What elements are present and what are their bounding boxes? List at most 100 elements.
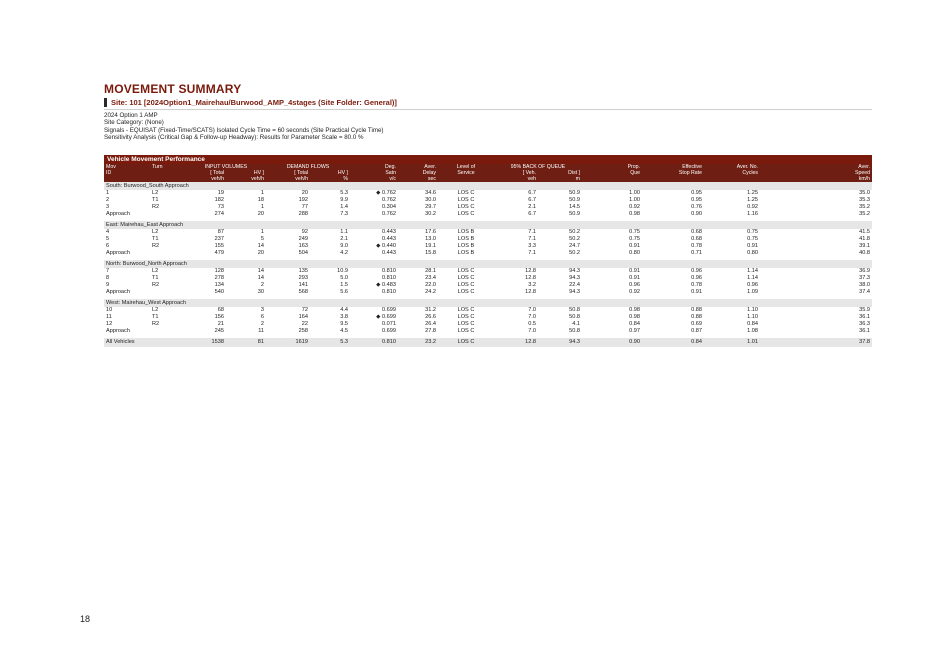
table-cell: 0.84 bbox=[629, 321, 640, 327]
header-cell bbox=[704, 176, 760, 182]
table-cell: ◆ 0.483 bbox=[376, 282, 396, 288]
table-cell: LOS C bbox=[457, 211, 475, 217]
table-cell: LOS B bbox=[457, 243, 475, 249]
info-line: Sensitivity Analysis (Critical Gap & Fol… bbox=[104, 133, 364, 141]
table-cell: 37.4 bbox=[859, 289, 871, 295]
table-cell: 39.1 bbox=[859, 243, 871, 249]
table-cell: 29.7 bbox=[425, 204, 436, 210]
header-cell bbox=[150, 170, 186, 176]
table-cell: 1.16 bbox=[747, 211, 758, 217]
header-cell: Aver. bbox=[398, 164, 438, 170]
table-cell: 40.8 bbox=[859, 250, 871, 256]
table-cell: 128 bbox=[214, 268, 224, 274]
header-cell: m bbox=[538, 176, 582, 182]
table-cell: 0.88 bbox=[691, 307, 702, 313]
table-cell: 3 bbox=[260, 307, 264, 313]
table-cell: 540 bbox=[214, 289, 224, 295]
table-cell: 0.92 bbox=[629, 204, 640, 210]
table-cell: 5.3 bbox=[310, 338, 350, 347]
table-cell: 164 bbox=[298, 314, 308, 320]
table-cell: LOS B bbox=[457, 236, 475, 242]
header-cell bbox=[582, 176, 642, 182]
table-cell: 1.1 bbox=[340, 229, 348, 235]
header-cell: [ Veh. bbox=[494, 170, 538, 176]
table-cell: 94.3 bbox=[569, 268, 580, 274]
table-cell: 0.810 bbox=[382, 275, 396, 281]
table-cell: 0.304 bbox=[382, 204, 396, 210]
table-cell: 50.8 bbox=[569, 314, 580, 320]
table-cell: 0.90 bbox=[582, 338, 642, 347]
table-cell: 22 bbox=[301, 321, 308, 327]
table-cell: 5 bbox=[106, 236, 110, 242]
table-cell: 12.8 bbox=[525, 268, 536, 274]
table-cell: 50.9 bbox=[569, 211, 580, 217]
table-cell: 0.98 bbox=[629, 211, 640, 217]
table-cell: 274 bbox=[214, 211, 224, 217]
table-cell: LOS C bbox=[457, 328, 475, 334]
table-cell: 0.443 bbox=[382, 229, 396, 235]
table-cell: 0.91 bbox=[629, 275, 640, 281]
table-cell: 163 bbox=[298, 243, 308, 249]
table-cell: 278 bbox=[214, 275, 224, 281]
table-cell: 0.762 bbox=[382, 197, 396, 203]
table-cell: 0.75 bbox=[629, 236, 640, 242]
table-cell: 9.9 bbox=[340, 197, 348, 203]
table-cell: 0.810 bbox=[382, 289, 396, 295]
table-cell: 50.2 bbox=[569, 229, 580, 235]
section-header: North: Burwood_North Approach bbox=[104, 260, 873, 268]
site-line: Site: 101 [2024Option1_Mairehau/Burwood_… bbox=[104, 98, 397, 107]
header-cell: v/c bbox=[350, 176, 398, 182]
table-cell: ◆ 0.440 bbox=[376, 243, 396, 249]
table-cell: 12.8 bbox=[494, 338, 538, 347]
table-cell: T1 bbox=[152, 236, 159, 242]
table-cell: 41.5 bbox=[859, 229, 871, 235]
table-cell: LOS B bbox=[457, 250, 475, 256]
table-cell: 22.0 bbox=[425, 282, 436, 288]
table-cell: 73 bbox=[217, 204, 224, 210]
table-cell: 0.97 bbox=[629, 328, 640, 334]
table-cell: 1.10 bbox=[747, 307, 758, 313]
header-cell: % bbox=[310, 176, 350, 182]
table-cell: 0.96 bbox=[747, 282, 758, 288]
table-cell: LOS C bbox=[457, 307, 475, 313]
table-cell: Approach bbox=[106, 328, 130, 334]
table-cell: 14 bbox=[257, 268, 264, 274]
table-cell: 1.10 bbox=[747, 314, 758, 320]
header-cell: Effective bbox=[642, 164, 704, 170]
table-cell: 0.78 bbox=[691, 243, 702, 249]
table-cell: 3 bbox=[106, 204, 110, 210]
table-cell: 24.7 bbox=[569, 243, 580, 249]
table-cell: 6.7 bbox=[528, 190, 536, 196]
table-cell: 0.71 bbox=[691, 250, 702, 256]
table-cell: 6 bbox=[260, 314, 264, 320]
header-cell: veh bbox=[494, 176, 538, 182]
table-cell: 30 bbox=[257, 289, 264, 295]
table-cell: 35.3 bbox=[859, 197, 871, 203]
table-cell: 12.8 bbox=[525, 275, 536, 281]
table-cell: 0.76 bbox=[691, 204, 702, 210]
table-cell: 0.443 bbox=[382, 236, 396, 242]
table-cell: 0.91 bbox=[629, 268, 640, 274]
table-cell: 0.98 bbox=[629, 307, 640, 313]
table-cell: 134 bbox=[214, 282, 224, 288]
table-cell: 0.75 bbox=[747, 236, 758, 242]
table-cell: 31.2 bbox=[425, 307, 436, 313]
table-cell: 23.4 bbox=[425, 275, 436, 281]
table-cell: 6 bbox=[106, 243, 110, 249]
header-cell: ID bbox=[104, 170, 150, 176]
table-cell: 5.6 bbox=[340, 289, 348, 295]
header-cell: sec bbox=[398, 176, 438, 182]
table-cell: 0.5 bbox=[528, 321, 536, 327]
table-cell: 2.1 bbox=[528, 204, 536, 210]
section-header: West: Mairehau_West Approach bbox=[104, 299, 873, 307]
table-cell: 34.6 bbox=[425, 190, 436, 196]
header-cell: Delay bbox=[398, 170, 438, 176]
table-cell: 94.3 bbox=[538, 338, 582, 347]
